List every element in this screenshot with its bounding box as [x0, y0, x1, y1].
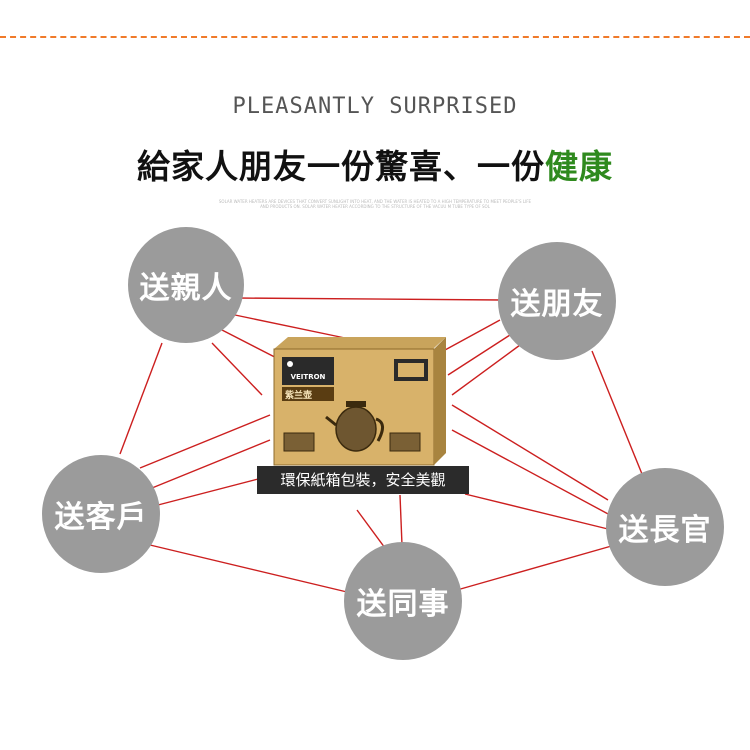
- line-family-friends: [235, 297, 503, 301]
- spoke-colleagues-1: [356, 509, 386, 549]
- product-box-image: VEITRON 紫兰壶: [273, 337, 446, 466]
- circle-colleagues-label: 送同事: [356, 587, 450, 622]
- circle-family: 送親人: [128, 227, 244, 343]
- dashed-divider: [0, 36, 750, 38]
- circle-elders: 送長官: [606, 468, 724, 586]
- brand-name: VEITRON: [291, 373, 326, 381]
- teapot-spout: [325, 415, 337, 427]
- spoke-friends-2: [447, 334, 511, 376]
- spoke-friends-1: [444, 319, 501, 351]
- teapot-body: [335, 406, 377, 452]
- line-family-clients: [119, 342, 163, 455]
- spoke-colleagues-2: [399, 494, 403, 546]
- headline: 給家人朋友一份驚喜、一份健康: [0, 140, 750, 188]
- spoke-family-3: [211, 342, 263, 396]
- cup-right: [389, 432, 421, 452]
- headline-main: 給家人朋友一份驚喜、一份: [137, 147, 545, 186]
- circle-colleagues: 送同事: [344, 542, 462, 660]
- line-clients-colleagues: [149, 544, 348, 593]
- brand-logo-icon: [287, 361, 293, 367]
- box-label-bg: [282, 387, 334, 401]
- circle-elders-label: 送長官: [618, 513, 712, 548]
- circle-clients: 送客戶: [42, 455, 160, 573]
- spoke-clients-3: [157, 477, 263, 506]
- fine-print: SOLAR WATER HEATERS ARE DEVICES THAT CON…: [218, 199, 532, 209]
- cup-left: [283, 432, 315, 452]
- box-label: 紫兰壶: [285, 389, 312, 401]
- spoke-family-1: [234, 314, 346, 339]
- spoke-clients-1: [139, 414, 271, 469]
- spoke-elders-3: [464, 493, 613, 531]
- headline-accent: 健康: [545, 147, 613, 186]
- line-friends-elders: [591, 350, 643, 475]
- spoke-elders-1: [451, 404, 609, 501]
- spoke-clients-2: [151, 439, 271, 489]
- packaging-caption: 環保紙箱包裝，安全美觀: [257, 466, 469, 494]
- circle-friends: 送朋友: [498, 242, 616, 360]
- line-colleagues-elders: [456, 544, 616, 591]
- circle-friends-label: 送朋友: [510, 287, 604, 322]
- box-top: [274, 337, 446, 349]
- circle-family-label: 送親人: [139, 271, 233, 306]
- english-subtitle: PLEASANTLY SURPRISED: [232, 94, 518, 119]
- spoke-elders-2: [451, 429, 611, 516]
- box-badge-inner: [398, 363, 424, 377]
- teapot-lid: [346, 401, 366, 407]
- teapot-handle: [375, 417, 384, 442]
- spoke-friends-3: [451, 344, 521, 396]
- box-side: [434, 337, 446, 465]
- circle-clients-label: 送客戶: [54, 500, 148, 535]
